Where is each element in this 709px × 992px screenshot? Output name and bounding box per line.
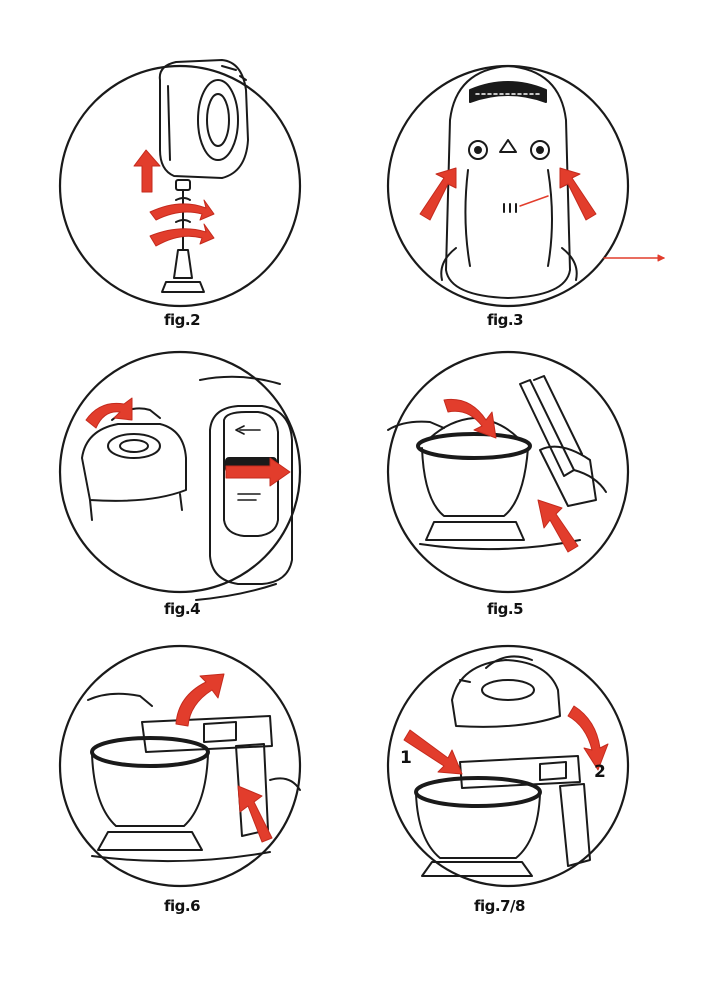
figure-7-8-illustration xyxy=(388,646,628,886)
figure-frame xyxy=(388,646,628,886)
figure-3-illustration xyxy=(388,66,628,306)
figure-2-caption: fig.2 xyxy=(164,311,200,329)
figure-4-illustration xyxy=(60,352,300,600)
figure-frame xyxy=(60,66,300,306)
figure-6-caption: fig.6 xyxy=(164,897,200,915)
step-marker-2: 2 xyxy=(594,762,606,782)
pointer-line-icon xyxy=(604,255,664,261)
figure-5-caption: fig.5 xyxy=(487,600,523,618)
figure-frame xyxy=(388,66,628,306)
figure-7-8-caption: fig.7/8 xyxy=(474,897,525,915)
figure-3-caption: fig.3 xyxy=(487,311,523,329)
step-marker-1: 1 xyxy=(400,748,412,768)
figure-2-illustration xyxy=(60,60,300,306)
figure-5-illustration xyxy=(388,352,628,592)
figure-6-illustration xyxy=(60,646,300,886)
figure-4-caption: fig.4 xyxy=(164,600,200,618)
